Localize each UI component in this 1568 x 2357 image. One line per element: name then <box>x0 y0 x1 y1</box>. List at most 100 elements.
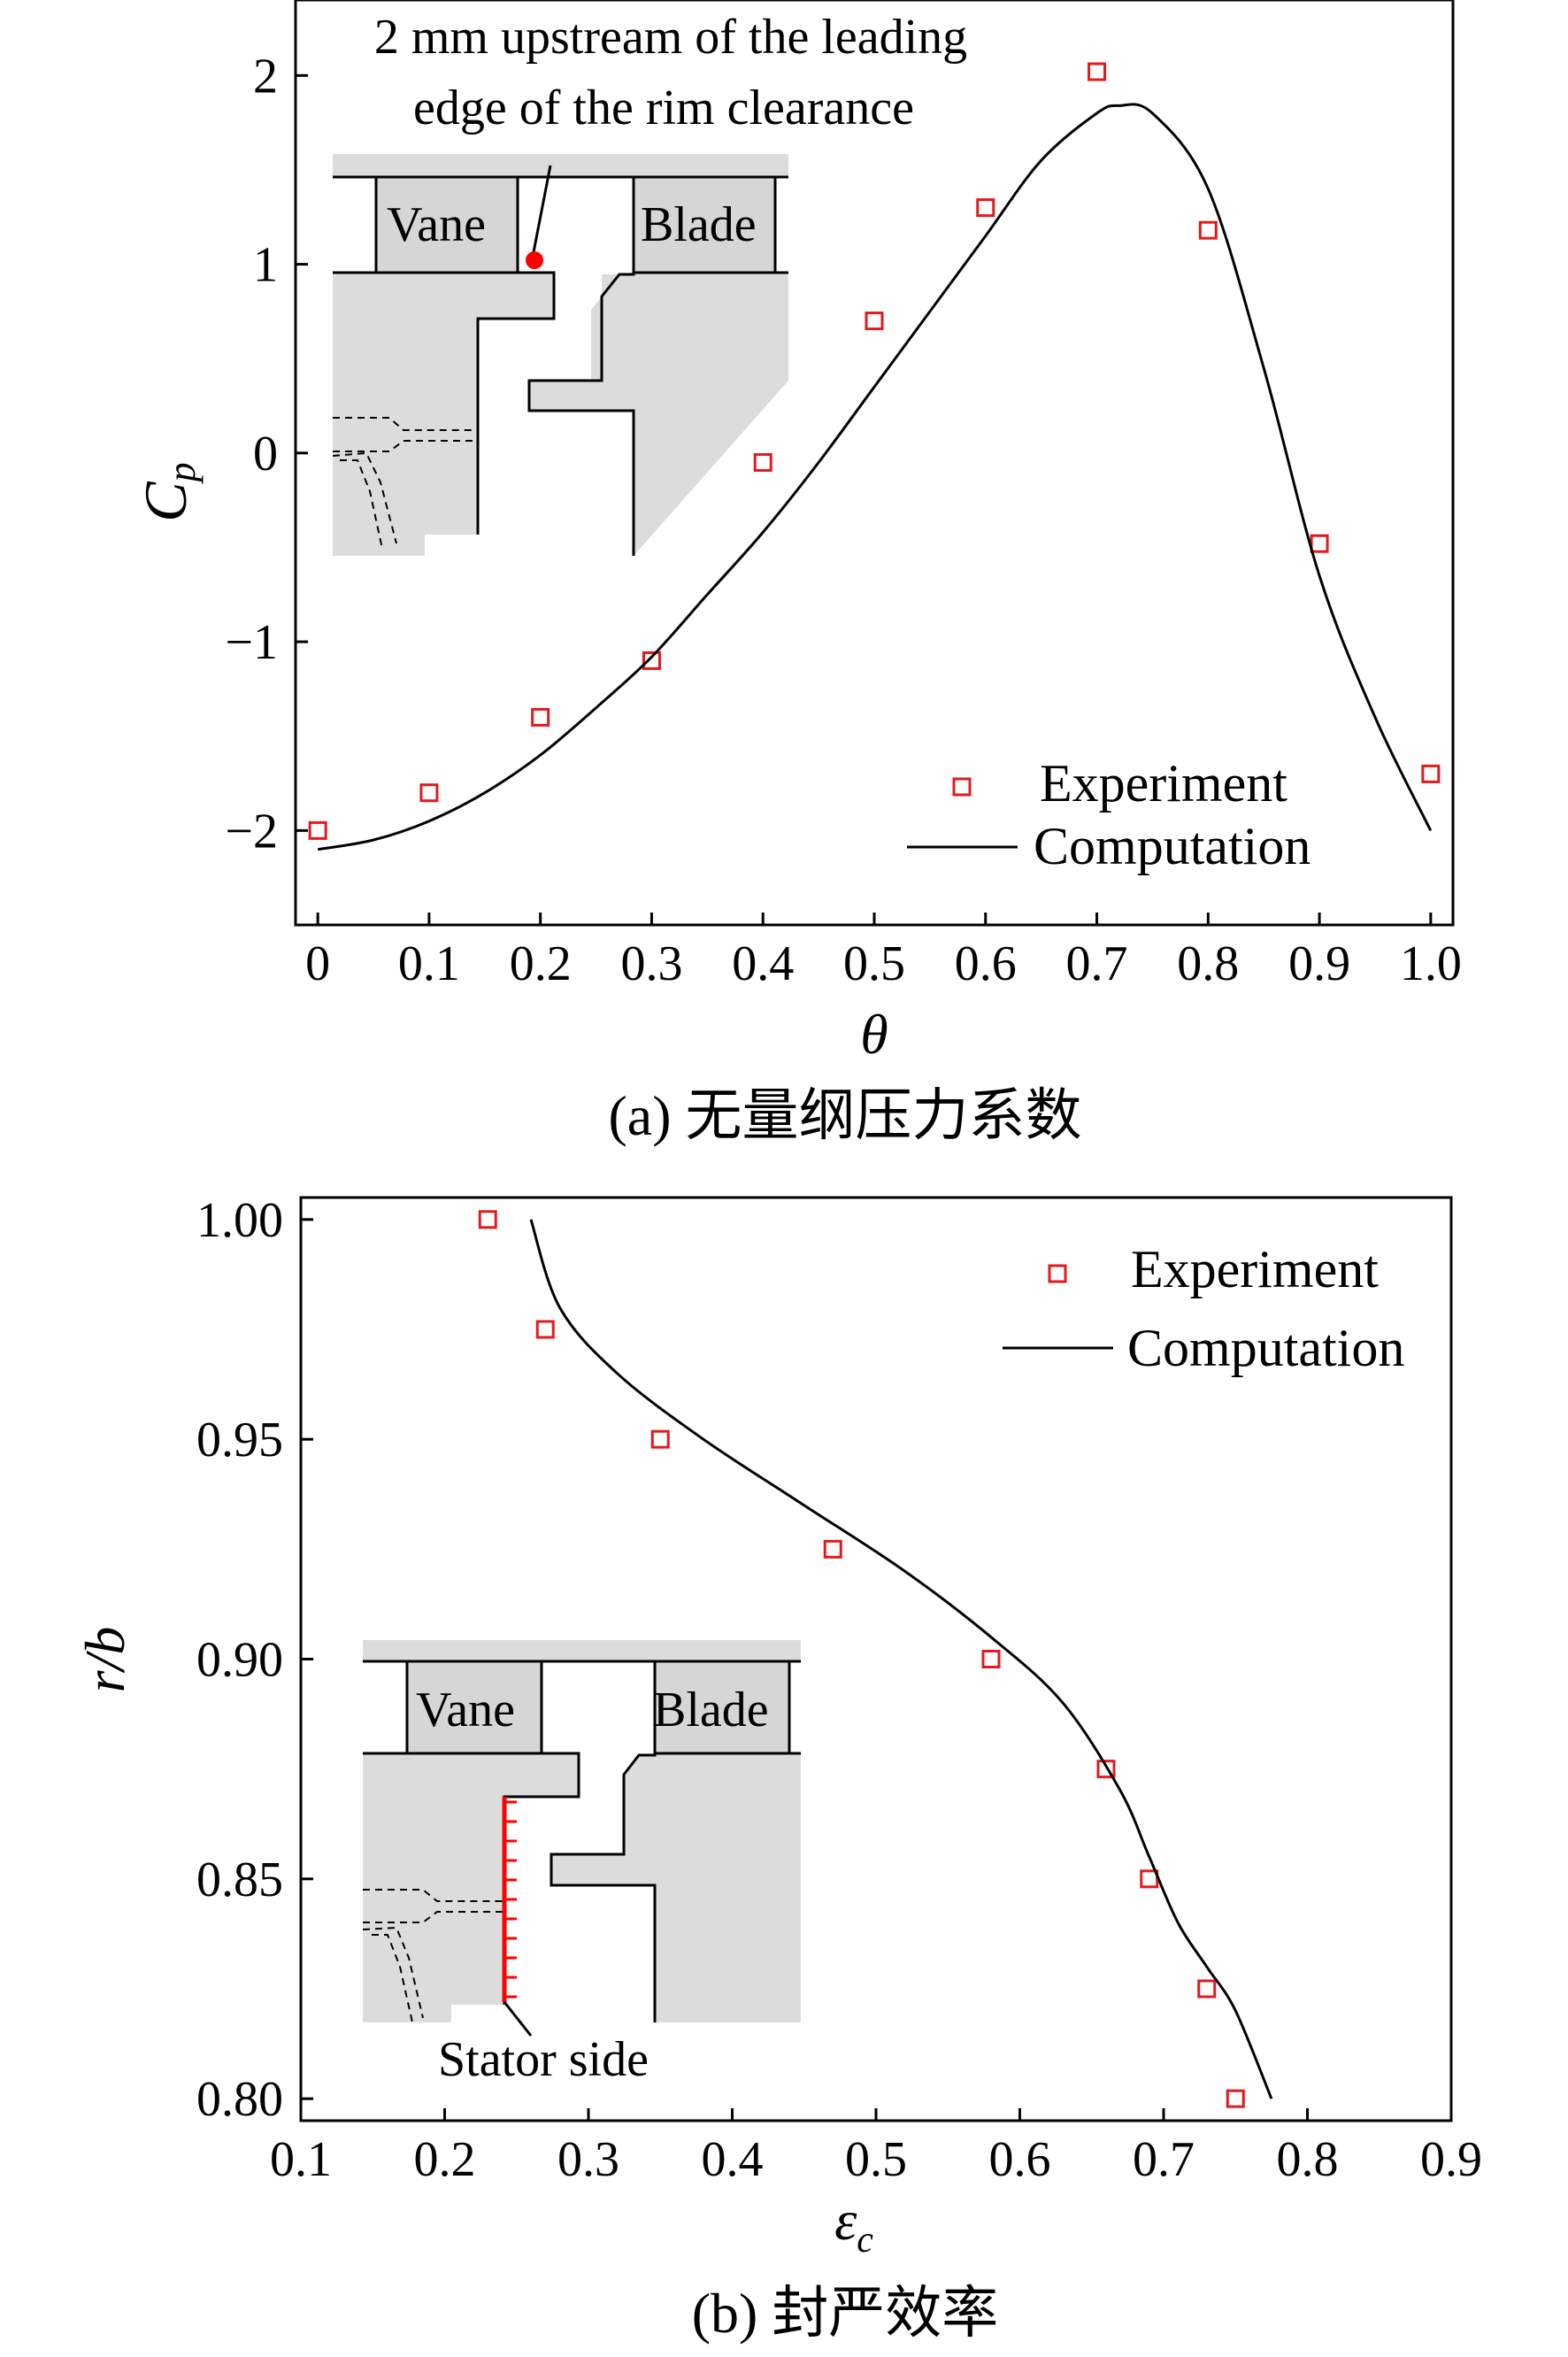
data-point-experiment <box>308 820 327 840</box>
inset-a-annotation-line1: 2 mm upstream of the leading <box>374 10 967 65</box>
inset-b-blade-label: Blade <box>653 1683 769 1737</box>
x-tick-label: 0.2 <box>414 2132 476 2187</box>
y-tick-label: 0.85 <box>196 1852 283 1907</box>
y-tick-label: −2 <box>225 804 278 859</box>
inset-a-measurement-point <box>526 251 543 269</box>
legend-a-experiment-marker <box>952 777 972 797</box>
panel-b-x-title: εc <box>834 2189 873 2261</box>
x-tick-label: 0 <box>305 936 330 991</box>
inset-a-top-band <box>333 154 788 177</box>
panel-b-x-title-main: ε <box>834 2189 857 2252</box>
panel-a-x-title: θ <box>860 1003 888 1066</box>
x-tick-label: 0.6 <box>955 936 1017 991</box>
y-tick-label: 1.00 <box>196 1193 283 1248</box>
inset-b-leader-line <box>503 2001 533 2037</box>
inset-b-blade <box>653 1660 791 1755</box>
x-tick-label: 0.5 <box>843 936 905 991</box>
inset-a-coolant-channel <box>332 417 474 550</box>
inset-a-stator-body <box>333 273 554 556</box>
x-tick-label: 0.1 <box>270 2132 332 2187</box>
series-line-computation <box>317 103 1433 851</box>
y-tick-label: 0 <box>253 427 278 481</box>
data-point-experiment <box>1310 534 1329 553</box>
inset-a-rotor-body <box>529 273 788 556</box>
inset-a-annotation-line2: edge of the rim clearance <box>413 81 914 135</box>
x-tick-label: 0.3 <box>620 936 682 991</box>
inset-a-blade-label: Blade <box>641 197 757 252</box>
data-point-experiment <box>976 198 995 218</box>
x-tick-label: 0.3 <box>557 2132 619 2187</box>
panel-a-inset: Vane Blade 2 mm upstream of the leading … <box>332 10 967 556</box>
legend-b-experiment-label: Experiment <box>1131 1240 1379 1298</box>
data-point-experiment <box>981 1650 1001 1668</box>
x-tick-label: 0.5 <box>845 2132 907 2187</box>
x-tick-label: 0.9 <box>1288 936 1350 991</box>
data-point-experiment <box>865 312 884 331</box>
data-point-experiment <box>1198 220 1218 240</box>
inset-b-vane <box>405 1660 543 1755</box>
inset-b-rotor-edge <box>550 1752 801 2022</box>
series-line-computation <box>529 1219 1273 2099</box>
data-point-experiment <box>531 707 550 727</box>
x-tick-label: 0.9 <box>1420 2132 1482 2187</box>
data-point-experiment <box>1088 62 1107 81</box>
y-tick-label: 0.95 <box>196 1413 283 1467</box>
x-tick-label: 0.7 <box>1133 2132 1195 2187</box>
panel-b-inset: Vane Blade Stator side <box>362 1640 801 2087</box>
inset-b-rotor-body <box>551 1753 801 2022</box>
inset-a-blade <box>632 175 777 274</box>
x-tick-label: 0.1 <box>398 936 460 991</box>
inset-a-leader-line <box>531 165 552 258</box>
data-point-experiment <box>1096 1760 1116 1779</box>
data-point-experiment <box>642 651 661 670</box>
inset-b-stator-body <box>363 1753 579 2022</box>
legend-a-computation-label: Computation <box>1034 817 1311 875</box>
data-point-experiment <box>753 453 772 472</box>
x-tick-label: 0.6 <box>989 2132 1051 2187</box>
data-point-experiment <box>823 1539 842 1559</box>
data-point-experiment <box>535 1320 555 1339</box>
y-tick-label: 0.80 <box>196 2072 283 2127</box>
panel-b-legend: Experiment Computation <box>1003 1240 1404 1377</box>
panel-a-caption: (a) 无量纲压力系数 <box>608 1084 1081 1147</box>
data-point-experiment <box>478 1210 497 1229</box>
legend-b-computation-label: Computation <box>1127 1319 1404 1377</box>
x-tick-label: 0.2 <box>510 936 572 991</box>
x-tick-label: 1.0 <box>1400 936 1462 991</box>
inset-a-stator-edge <box>333 271 556 535</box>
data-point-experiment <box>650 1429 670 1449</box>
inset-b-top-band <box>363 1640 801 1661</box>
inset-a-rotor-edge <box>527 271 788 556</box>
panel-a-y-title-sub: p <box>160 462 204 484</box>
inset-b-vane-label: Vane <box>416 1683 515 1737</box>
inset-b-coolant-channel <box>362 1889 503 2023</box>
inset-a-vane-label: Vane <box>387 197 486 252</box>
x-tick-label: 0.7 <box>1066 936 1128 991</box>
panel-a-y-title: Cp <box>132 462 204 521</box>
legend-b-experiment-marker <box>1048 1264 1067 1283</box>
y-tick-label: 2 <box>253 49 278 104</box>
panel-b-y-title: r/b <box>73 1627 136 1693</box>
panel-b: Vane Blade Stator side 0.1 0.2 0.3 0.4 0.5 0.… <box>73 1193 1482 2345</box>
data-point-experiment <box>1421 764 1441 783</box>
inset-a-vane <box>374 175 519 274</box>
y-tick-label: 1 <box>253 238 278 293</box>
y-tick-label: 0.90 <box>196 1633 283 1688</box>
data-point-experiment <box>419 783 439 803</box>
x-tick-label: 0.8 <box>1177 936 1239 991</box>
panel-a-legend: Experiment Computation <box>907 754 1311 875</box>
data-point-experiment <box>1197 1979 1217 1999</box>
inset-b-side-label: Stator side <box>438 2032 649 2087</box>
panel-b-x-title-sub: c <box>857 2220 873 2261</box>
legend-a-experiment-label: Experiment <box>1040 754 1287 813</box>
y-tick-label: −1 <box>225 615 278 670</box>
panel-b-caption: (b) 封严效率 <box>692 2282 999 2345</box>
x-tick-label: 0.4 <box>732 936 794 991</box>
inset-b-rake-ticks <box>504 1800 517 1999</box>
x-tick-label: 0.4 <box>702 2132 764 2187</box>
panel-a: Vane Blade 2 mm upstream of the leading … <box>132 0 1462 1147</box>
data-point-experiment <box>1226 2089 1245 2108</box>
panel-a-marks: 0 0.1 0.2 0.3 0.4 0.5 0.6 0.7 0.8 0.9 1.0 −2 −1 0 1 2 <box>225 49 1461 991</box>
